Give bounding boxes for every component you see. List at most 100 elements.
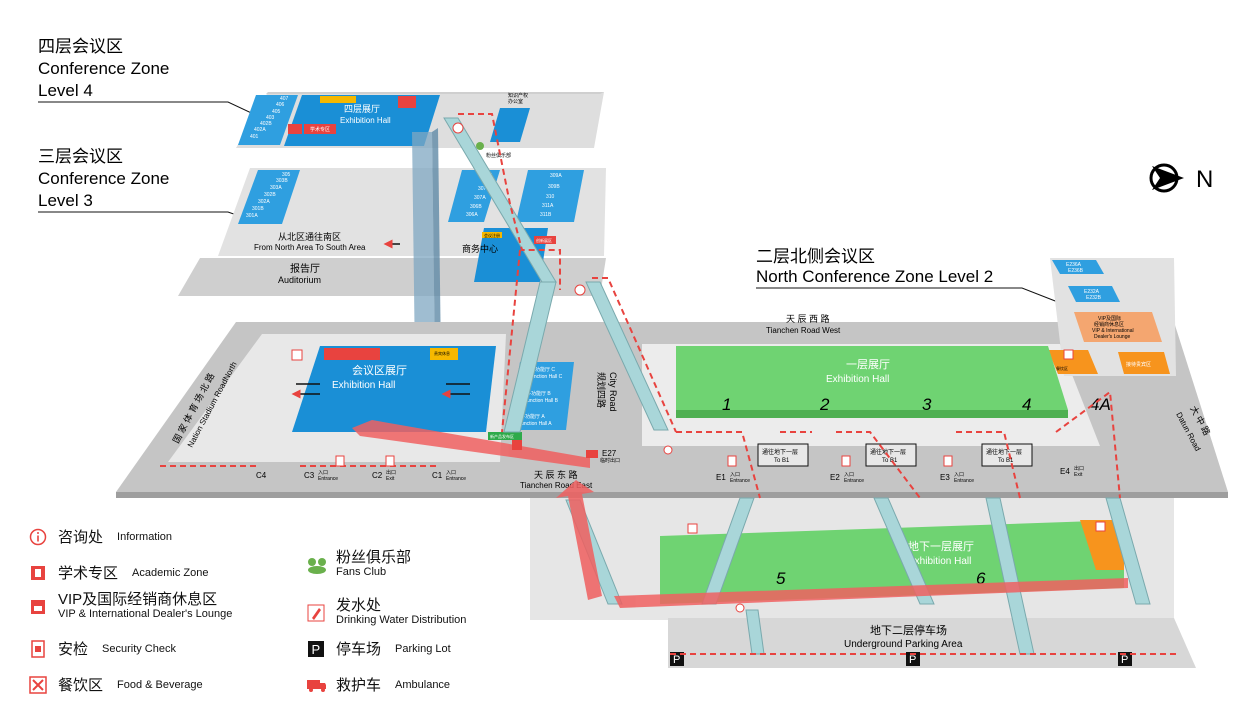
svg-text:餐饮区: 餐饮区 <box>1056 365 1068 371</box>
svg-text:规划四路: 规划四路 <box>596 372 607 408</box>
svg-text:To B1: To B1 <box>882 458 898 464</box>
svg-text:311A: 311A <box>542 203 554 209</box>
level3-rooms-right <box>516 170 584 222</box>
svg-text:City Road: City Road <box>608 372 618 412</box>
svg-text:通往地下一层: 通往地下一层 <box>986 448 1022 456</box>
svg-text:商务中心: 商务中心 <box>462 243 498 254</box>
svg-text:一层展厅: 一层展厅 <box>846 358 890 371</box>
svg-text:Function Hall B: Function Hall B <box>524 398 559 404</box>
gate-e1: E1 <box>716 473 726 482</box>
hall-2-number: 2 <box>819 395 830 414</box>
svg-text:地下一层展厅: 地下一层展厅 <box>908 540 974 553</box>
svg-text:301A: 301A <box>246 213 258 219</box>
svg-text:知识产权: 知识产权 <box>508 92 528 99</box>
svg-text:302B: 302B <box>264 192 276 198</box>
level1-exhibition: 一层展厅 Exhibition Hall 1 2 3 4 4A 通往地下一层 T… <box>676 346 1111 467</box>
svg-text:通往地下一层: 通往地下一层 <box>870 448 906 456</box>
hall-5-number: 5 <box>776 569 786 588</box>
svg-text:Entrance: Entrance <box>446 476 466 482</box>
svg-text:Exhibition Hall: Exhibition Hall <box>826 374 889 385</box>
svg-text:North Conference Zone Level 2: North Conference Zone Level 2 <box>756 267 993 286</box>
svg-text:经销商休息区: 经销商休息区 <box>1094 321 1124 328</box>
svg-text:Level 3: Level 3 <box>38 191 93 210</box>
svg-text:入口: 入口 <box>954 472 964 478</box>
svg-text:VIP & International: VIP & International <box>1092 328 1134 334</box>
academic-icon <box>28 563 48 583</box>
svg-text:Exhibition Hall: Exhibition Hall <box>340 116 391 125</box>
svg-text:多功能厅 C: 多功能厅 C <box>530 366 555 373</box>
svg-text:Function Hall C: Function Hall C <box>528 374 563 380</box>
svg-text:Exhibition Hall: Exhibition Hall <box>908 556 971 567</box>
svg-text:309A: 309A <box>550 173 562 179</box>
dashed-routes <box>160 113 1180 655</box>
svg-text:E232A: E232A <box>1084 289 1100 295</box>
compass: N <box>1149 163 1213 193</box>
svg-text:P: P <box>673 654 680 666</box>
svg-text:E236B: E236B <box>1068 268 1084 274</box>
svg-text:305: 305 <box>282 172 291 178</box>
zone-label-level3: 三层会议区 Conference Zone Level 3 <box>38 147 263 225</box>
svg-text:Underground Parking Area: Underground Parking Area <box>844 639 963 650</box>
svg-text:306A: 306A <box>466 212 478 218</box>
svg-text:接待贵宾区: 接待贵宾区 <box>1126 361 1151 368</box>
svg-text:四层会议区: 四层会议区 <box>38 37 123 56</box>
svg-text:Auditorium: Auditorium <box>278 275 321 285</box>
svg-text:303B: 303B <box>276 178 288 184</box>
hall-1-number: 1 <box>722 395 731 414</box>
svg-text:Entrance: Entrance <box>318 476 338 482</box>
gate-c1: C1 <box>432 471 443 480</box>
svg-text:402A: 402A <box>254 127 266 133</box>
svg-text:会议区展厅: 会议区展厅 <box>352 364 407 377</box>
gate-c2: C2 <box>372 471 383 480</box>
zone-label-north2: 二层北侧会议区 North Conference Zone Level 2 <box>756 247 1069 307</box>
svg-text:E232B: E232B <box>1086 295 1102 301</box>
svg-text:报告厅: 报告厅 <box>290 262 320 275</box>
svg-text:VIP及国际: VIP及国际 <box>1098 315 1121 322</box>
svg-text:P: P <box>909 654 916 666</box>
svg-text:通往地下一层: 通往地下一层 <box>762 448 798 456</box>
svg-text:310: 310 <box>546 194 555 200</box>
info-icon <box>28 527 48 547</box>
ambulance-marker-icon <box>586 450 598 458</box>
svg-text:入口: 入口 <box>844 472 854 478</box>
svg-text:405: 405 <box>272 109 281 115</box>
svg-text:306B: 306B <box>470 204 482 210</box>
svg-text:P: P <box>312 642 321 657</box>
svg-text:二层北侧会议区: 二层北侧会议区 <box>756 247 875 266</box>
svg-text:Tianchen Road East: Tianchen Road East <box>520 481 593 490</box>
svg-text:会议注册: 会议注册 <box>484 232 500 238</box>
svg-text:从北区通往南区: 从北区通往南区 <box>278 231 341 242</box>
parking-icons: P P P <box>670 652 1132 666</box>
svg-text:地下二层停车场: 地下二层停车场 <box>870 623 947 637</box>
gate-c4: C4 <box>256 471 267 480</box>
gate-e27: E27 <box>602 449 617 458</box>
svg-text:粉丝俱乐部: 粉丝俱乐部 <box>486 152 511 159</box>
hall-6-number: 6 <box>976 569 986 588</box>
svg-text:Entrance: Entrance <box>844 478 864 484</box>
svg-text:Entrance: Entrance <box>730 478 750 484</box>
svg-text:入口: 入口 <box>318 470 328 476</box>
ambulance-icon <box>306 675 326 695</box>
fans-club-icon <box>476 142 484 150</box>
svg-text:403: 403 <box>266 115 275 121</box>
svg-text:407: 407 <box>280 96 289 102</box>
svg-text:E236A: E236A <box>1066 262 1082 268</box>
svg-text:Function Hall A: Function Hall A <box>518 421 552 427</box>
svg-text:三层会议区: 三层会议区 <box>38 147 123 166</box>
north-conference-l2: E236A E236B E232A E232B VIP及国际 经销商休息区 VI… <box>1048 258 1176 376</box>
gate-e3: E3 <box>940 473 950 482</box>
food-beverage-icon <box>28 675 48 695</box>
svg-text:311B: 311B <box>540 212 552 218</box>
level4-academic-icon <box>288 124 302 134</box>
main-route-arrows <box>352 420 1128 608</box>
svg-text:多功能厅 B: 多功能厅 B <box>526 390 551 397</box>
svg-text:401: 401 <box>250 134 259 140</box>
gate-c3: C3 <box>304 471 315 480</box>
svg-text:From North Area To South Area: From North Area To South Area <box>254 243 366 252</box>
